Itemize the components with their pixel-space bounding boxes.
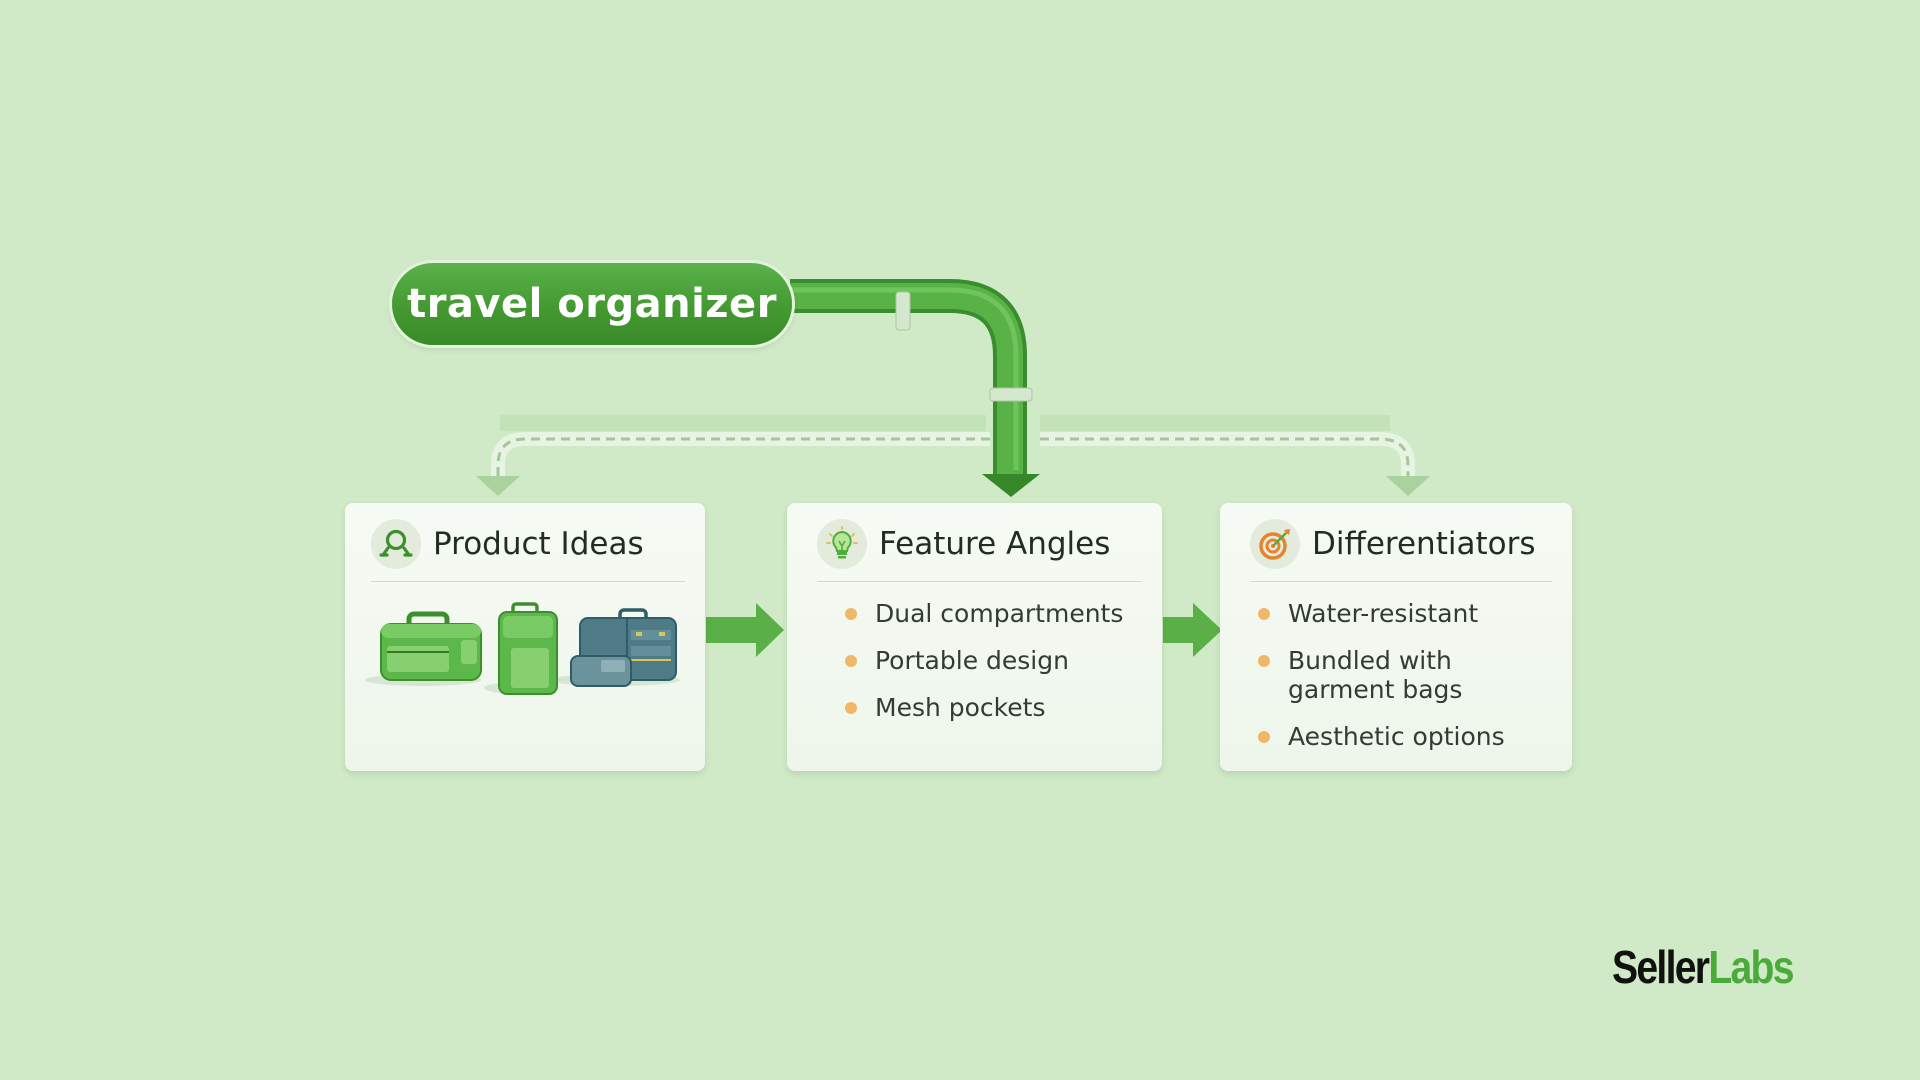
list-item: Portable design: [845, 646, 1146, 675]
arrowhead-main-icon: [982, 474, 1040, 497]
green-backpack-icon: [498, 602, 558, 695]
arrow-right-icon-2: [1163, 603, 1222, 657]
pipe-highlight: [790, 287, 1019, 470]
card-title: Differentiators: [1312, 526, 1536, 562]
branch-band-left: [500, 415, 986, 431]
list-item: Dual compartments: [845, 599, 1146, 628]
main-pipe: [790, 283, 1023, 475]
list-item: Bundled with garment bags: [1258, 646, 1556, 704]
card-feature-angles: Feature Angles Dual compartments Portabl…: [787, 503, 1162, 771]
green-duffel-bag-icon: [380, 611, 482, 681]
lightbulb-icon: [817, 519, 867, 569]
arrowhead-left-icon: [476, 476, 520, 496]
dashed-branch-right: [1040, 437, 1410, 478]
branch-band-right: [1040, 415, 1390, 431]
sellerlabs-logo: SellerLabs: [1612, 940, 1794, 994]
logo-part-labs: Labs: [1708, 941, 1794, 993]
arrowhead-right-icon: [1386, 476, 1430, 496]
card-title: Product Ideas: [433, 526, 644, 562]
card-header: Product Ideas: [371, 519, 685, 582]
source-keyword-label: travel organizer: [407, 281, 777, 327]
feature-list: Dual compartments Portable design Mesh p…: [845, 599, 1146, 740]
card-title: Feature Angles: [879, 526, 1111, 562]
card-header: Differentiators: [1250, 519, 1552, 582]
card-differentiators: Differentiators Water-resistant Bundled …: [1220, 503, 1572, 771]
list-item: Water-resistant: [1258, 599, 1556, 628]
logo-part-seller: Seller: [1612, 941, 1710, 993]
pipe-clamp-2: [989, 387, 1033, 402]
source-keyword-pill: travel organizer: [392, 263, 792, 345]
list-item: Mesh pockets: [845, 693, 1146, 722]
search-icon: [371, 519, 421, 569]
target-icon: [1250, 519, 1300, 569]
pipe-clamp-1: [895, 291, 911, 331]
card-header: Feature Angles: [817, 519, 1142, 582]
card-product-ideas: Product Ideas: [345, 503, 705, 771]
branch-path-right: [1040, 432, 1415, 478]
luggage-illustration: [365, 602, 680, 695]
branch-path-left: [491, 432, 990, 478]
dashed-branch-left: [496, 437, 990, 478]
arrow-right-icon-1: [706, 603, 784, 657]
differentiator-list: Water-resistant Bundled with garment bag…: [1258, 599, 1556, 769]
blue-suitcase-set-icon: [570, 608, 677, 687]
list-item: Aesthetic options: [1258, 722, 1556, 751]
